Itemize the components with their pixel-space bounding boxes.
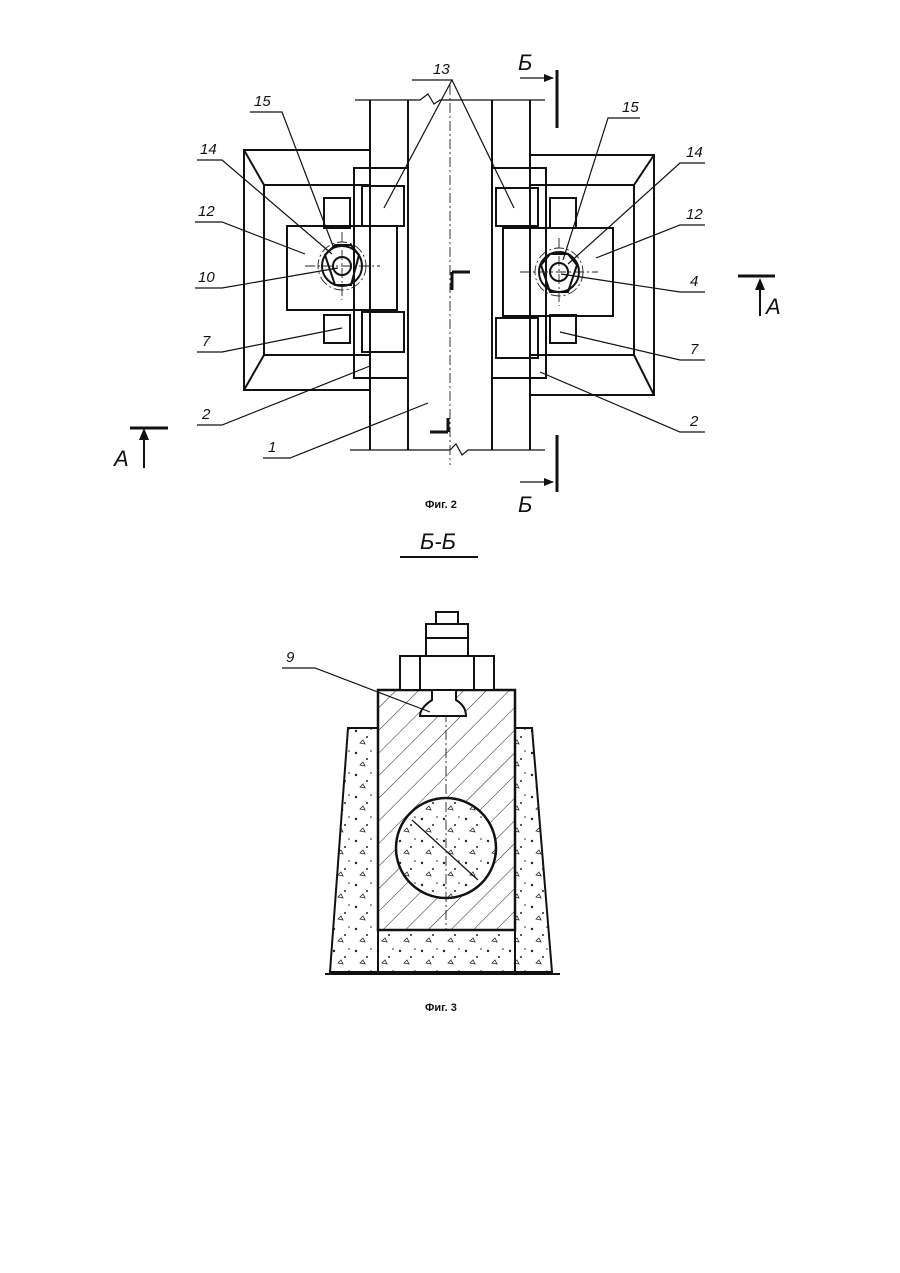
callout-12-right: 12 bbox=[686, 206, 703, 223]
central-column bbox=[350, 85, 545, 465]
section-mark-a-right: А bbox=[764, 294, 781, 319]
callout-9: 9 bbox=[286, 649, 295, 666]
callout-7-right: 7 bbox=[690, 341, 699, 358]
section-title-b-b: Б-Б bbox=[420, 529, 456, 554]
right-frame-assembly bbox=[492, 155, 654, 395]
callout-15-right: 15 bbox=[622, 99, 639, 116]
callout-13: 13 bbox=[433, 61, 450, 78]
callout-14-right: 14 bbox=[686, 144, 703, 161]
callout-4: 4 bbox=[690, 273, 698, 290]
section-mark-b-bottom: Б bbox=[518, 492, 532, 517]
figure-2-caption: Фиг. 2 bbox=[425, 499, 457, 511]
callout-2-left: 2 bbox=[201, 406, 211, 423]
callout-14-left: 14 bbox=[200, 141, 217, 158]
callout-12-left: 12 bbox=[198, 203, 215, 220]
figure-2-drawing: 13 15 14 12 10 7 2 1 15 14 12 4 7 2 А А … bbox=[112, 50, 781, 517]
figure-3-caption: Фиг. 3 bbox=[425, 1002, 457, 1014]
callout-15-left: 15 bbox=[254, 93, 271, 110]
figure-3-drawing: Б-Б 9 Фиг. 3 bbox=[282, 529, 560, 1014]
callout-10: 10 bbox=[198, 269, 215, 286]
callout-2-right: 2 bbox=[689, 413, 699, 430]
section-mark-b-top: Б bbox=[518, 50, 532, 75]
section-mark-a-left: А bbox=[112, 446, 129, 471]
leader-lines-right bbox=[540, 118, 705, 432]
callout-1: 1 bbox=[268, 439, 276, 456]
callout-7-left: 7 bbox=[202, 333, 211, 350]
